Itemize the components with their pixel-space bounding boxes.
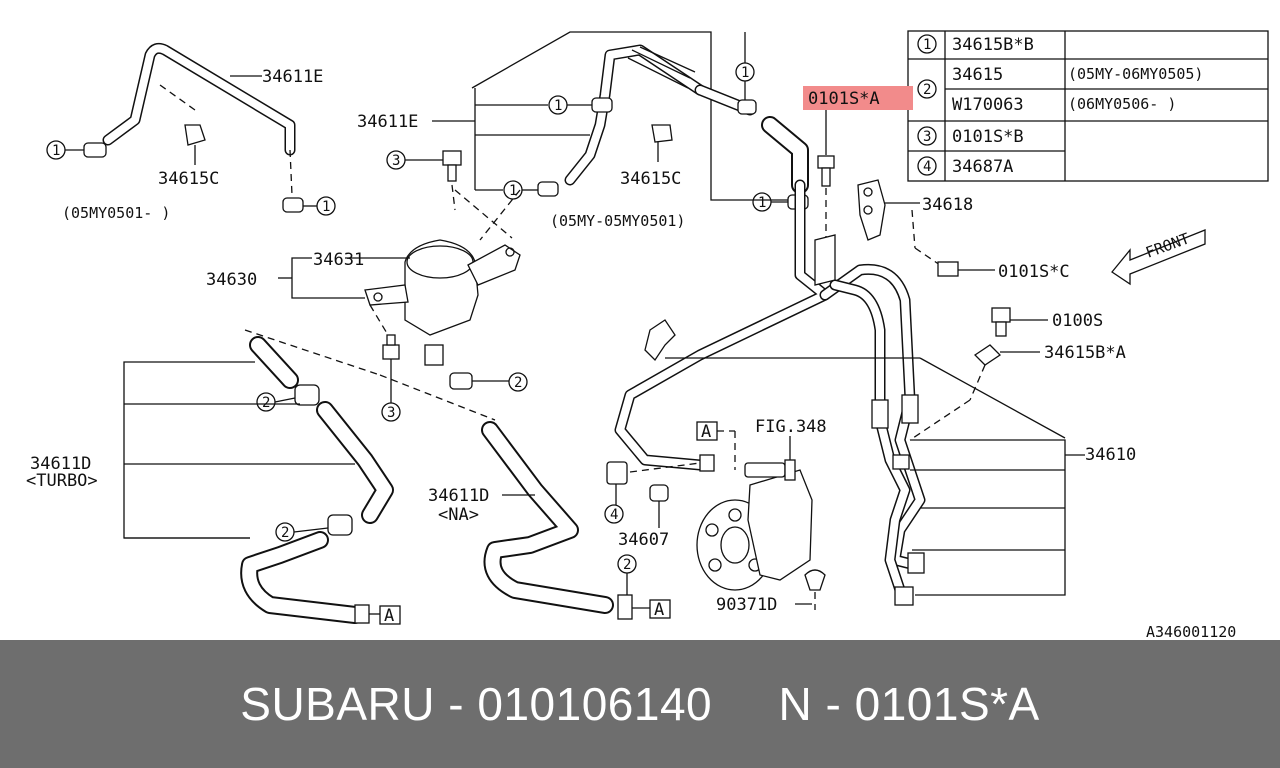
- callout-1f: 1: [758, 195, 766, 211]
- callout-3b: 3: [387, 405, 395, 421]
- callout-2b: 2: [262, 395, 270, 411]
- label-34611d-na: 34611D: [428, 486, 489, 506]
- label-34618: 34618: [922, 195, 973, 215]
- parts-diagram: 1 34615B*B 2 34615 (05MY-06MY0505) W1700…: [26, 30, 1269, 640]
- label-34615ba: 34615B*A: [1044, 343, 1126, 363]
- callout-1e: 1: [741, 65, 749, 81]
- callout-2c: 2: [281, 525, 289, 541]
- hose-34611d-na: [481, 421, 633, 620]
- callout-1b: 1: [322, 199, 330, 215]
- label-a2: A: [654, 600, 664, 620]
- bolt-0100s: [991, 307, 1011, 337]
- label-34611d-turbo: 34611D: [30, 454, 91, 474]
- label-date-left: (05MY0501- ): [62, 204, 170, 222]
- highlight-label: 0101S*A: [808, 89, 880, 109]
- legend-note-2a: (05MY-06MY0505): [1068, 65, 1203, 83]
- hose-34611e-left: [83, 42, 304, 213]
- reservoir-34630: [364, 239, 521, 366]
- union-bolt-4: [606, 454, 715, 502]
- callout-4a: 4: [610, 507, 618, 523]
- legend-table: 1 34615B*B 2 34615 (05MY-06MY0505) W1700…: [907, 30, 1269, 182]
- label-a3: A: [701, 422, 711, 442]
- highlight-box: [803, 86, 913, 110]
- legend-num-2: 2: [923, 82, 931, 98]
- footer-bar: SUBARU - 010106140 N - 0101S*A: [0, 640, 1280, 768]
- legend-num-4: 4: [923, 159, 931, 175]
- label-34615c-right: 34615C: [620, 169, 681, 189]
- hose-34611d-turbo: [240, 336, 394, 624]
- label-34607: 34607: [618, 530, 669, 550]
- callout-2a: 2: [514, 375, 522, 391]
- callout-2d: 2: [623, 557, 631, 573]
- legend-num-1: 1: [923, 37, 931, 53]
- callout-1c: 1: [554, 98, 562, 114]
- label-na: <NA>: [438, 505, 479, 525]
- callout-3a: 3: [392, 153, 400, 169]
- hose-34611e-center: [471, 31, 809, 210]
- bolt-0101sa: [817, 155, 835, 187]
- front-arrow-icon: FRONT: [1111, 229, 1206, 286]
- label-0100s: 0100S: [1052, 311, 1103, 331]
- label-34611e-mid: 34611E: [357, 112, 418, 132]
- legend-part-2b: W170063: [952, 95, 1024, 115]
- bolt-3-lower: [382, 334, 400, 360]
- callout-1a: 1: [52, 143, 60, 159]
- label-0101sc: 0101S*C: [998, 262, 1070, 282]
- diagram-code: A346001120: [1146, 623, 1236, 640]
- legend-part-2a: 34615: [952, 65, 1003, 85]
- bracket-34618: [857, 179, 886, 241]
- pump-fig348: [696, 459, 813, 591]
- bolt-3-upper: [442, 150, 462, 182]
- label-34631: 34631: [313, 250, 364, 270]
- label-90371d: 90371D: [716, 595, 777, 615]
- callout-1d: 1: [509, 183, 517, 199]
- legend-part-3: 0101S*B: [952, 127, 1024, 147]
- label-fig348: FIG.348: [755, 417, 827, 437]
- legend-part-1: 34615B*B: [952, 35, 1034, 55]
- label-34630: 34630: [206, 270, 257, 290]
- label-a1: A: [384, 606, 394, 626]
- footer-text: SUBARU - 010106140 N - 0101S*A: [240, 678, 1040, 730]
- label-date-mid: (05MY-05MY0501): [550, 212, 685, 230]
- label-front: FRONT: [1143, 229, 1192, 261]
- legend-num-3: 3: [923, 129, 931, 145]
- label-34610: 34610: [1085, 445, 1136, 465]
- label-34611e-top: 34611E: [262, 67, 323, 87]
- legend-part-4: 34687A: [952, 157, 1013, 177]
- label-turbo: <TURBO>: [26, 471, 98, 491]
- pressure-line-34610: [614, 179, 926, 606]
- legend-note-2b: (06MY0506- ): [1068, 95, 1176, 113]
- label-34615c-left: 34615C: [158, 169, 219, 189]
